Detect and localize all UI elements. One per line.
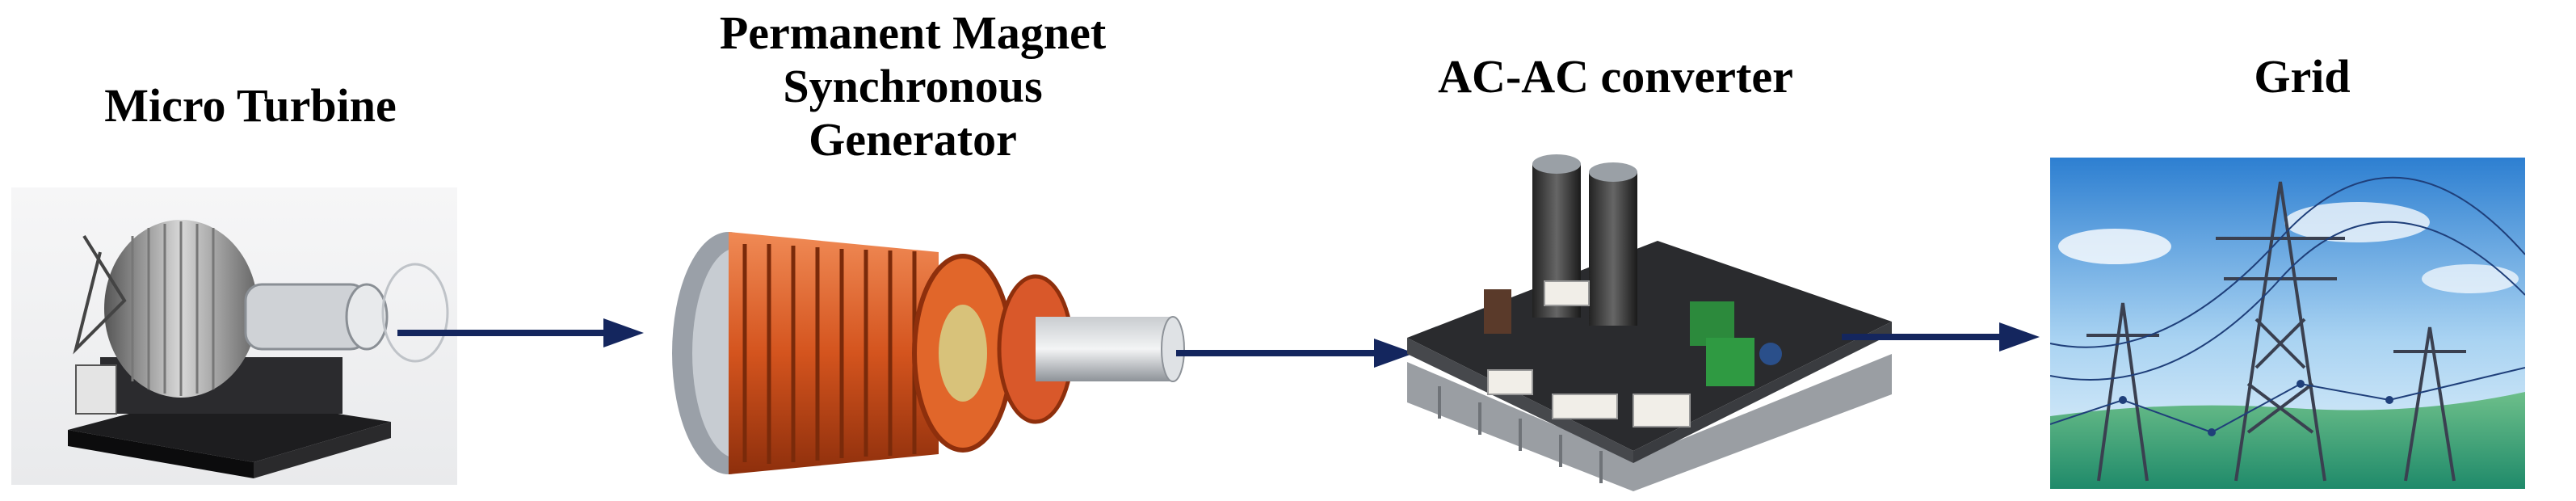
arrow-right-icon (397, 318, 644, 347)
converter-board-image (1391, 152, 1908, 491)
pmsg-label-line-3: Generator (809, 113, 1017, 166)
arrow-right-icon (1176, 339, 1414, 368)
pmsg-label: Permanent Magnet Synchronous Generator (630, 6, 1196, 166)
pmsg-label-line-1: Permanent Magnet (719, 6, 1107, 59)
arrow-right-icon (1842, 322, 2040, 352)
pmsg-label-line-2: Synchronous (783, 60, 1043, 112)
generator-rotor-image (656, 212, 1189, 486)
micro-turbine-image (11, 187, 457, 485)
power-grid-image (2050, 158, 2525, 489)
micro-turbine-label: Micro Turbine (104, 79, 397, 132)
converter-label: AC-AC converter (1438, 50, 1793, 103)
grid-label: Grid (2254, 50, 2351, 103)
